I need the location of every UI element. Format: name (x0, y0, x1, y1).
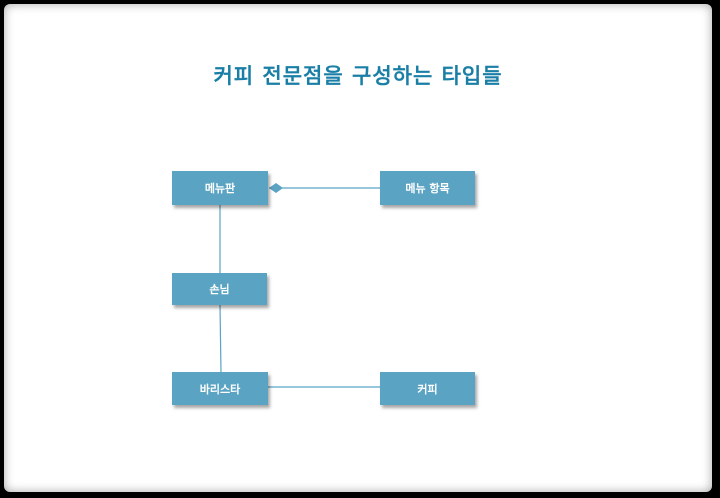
node-barista[interactable]: 바리스타 (172, 372, 268, 405)
node-customer[interactable]: 손님 (172, 273, 267, 305)
slide-canvas: 커피 전문점을 구성하는 타입들 메뉴판 메뉴 항목 손님 바리스타 커피 (4, 4, 712, 492)
node-coffee[interactable]: 커피 (380, 372, 475, 405)
node-menu-item[interactable]: 메뉴 항목 (380, 171, 475, 205)
edge-customer-barista (219, 304, 222, 374)
node-menu-board[interactable]: 메뉴판 (172, 171, 268, 205)
composition-diamond (269, 183, 283, 193)
diagram-title: 커피 전문점을 구성하는 타입들 (213, 64, 503, 88)
connector-layer (219, 183, 380, 388)
